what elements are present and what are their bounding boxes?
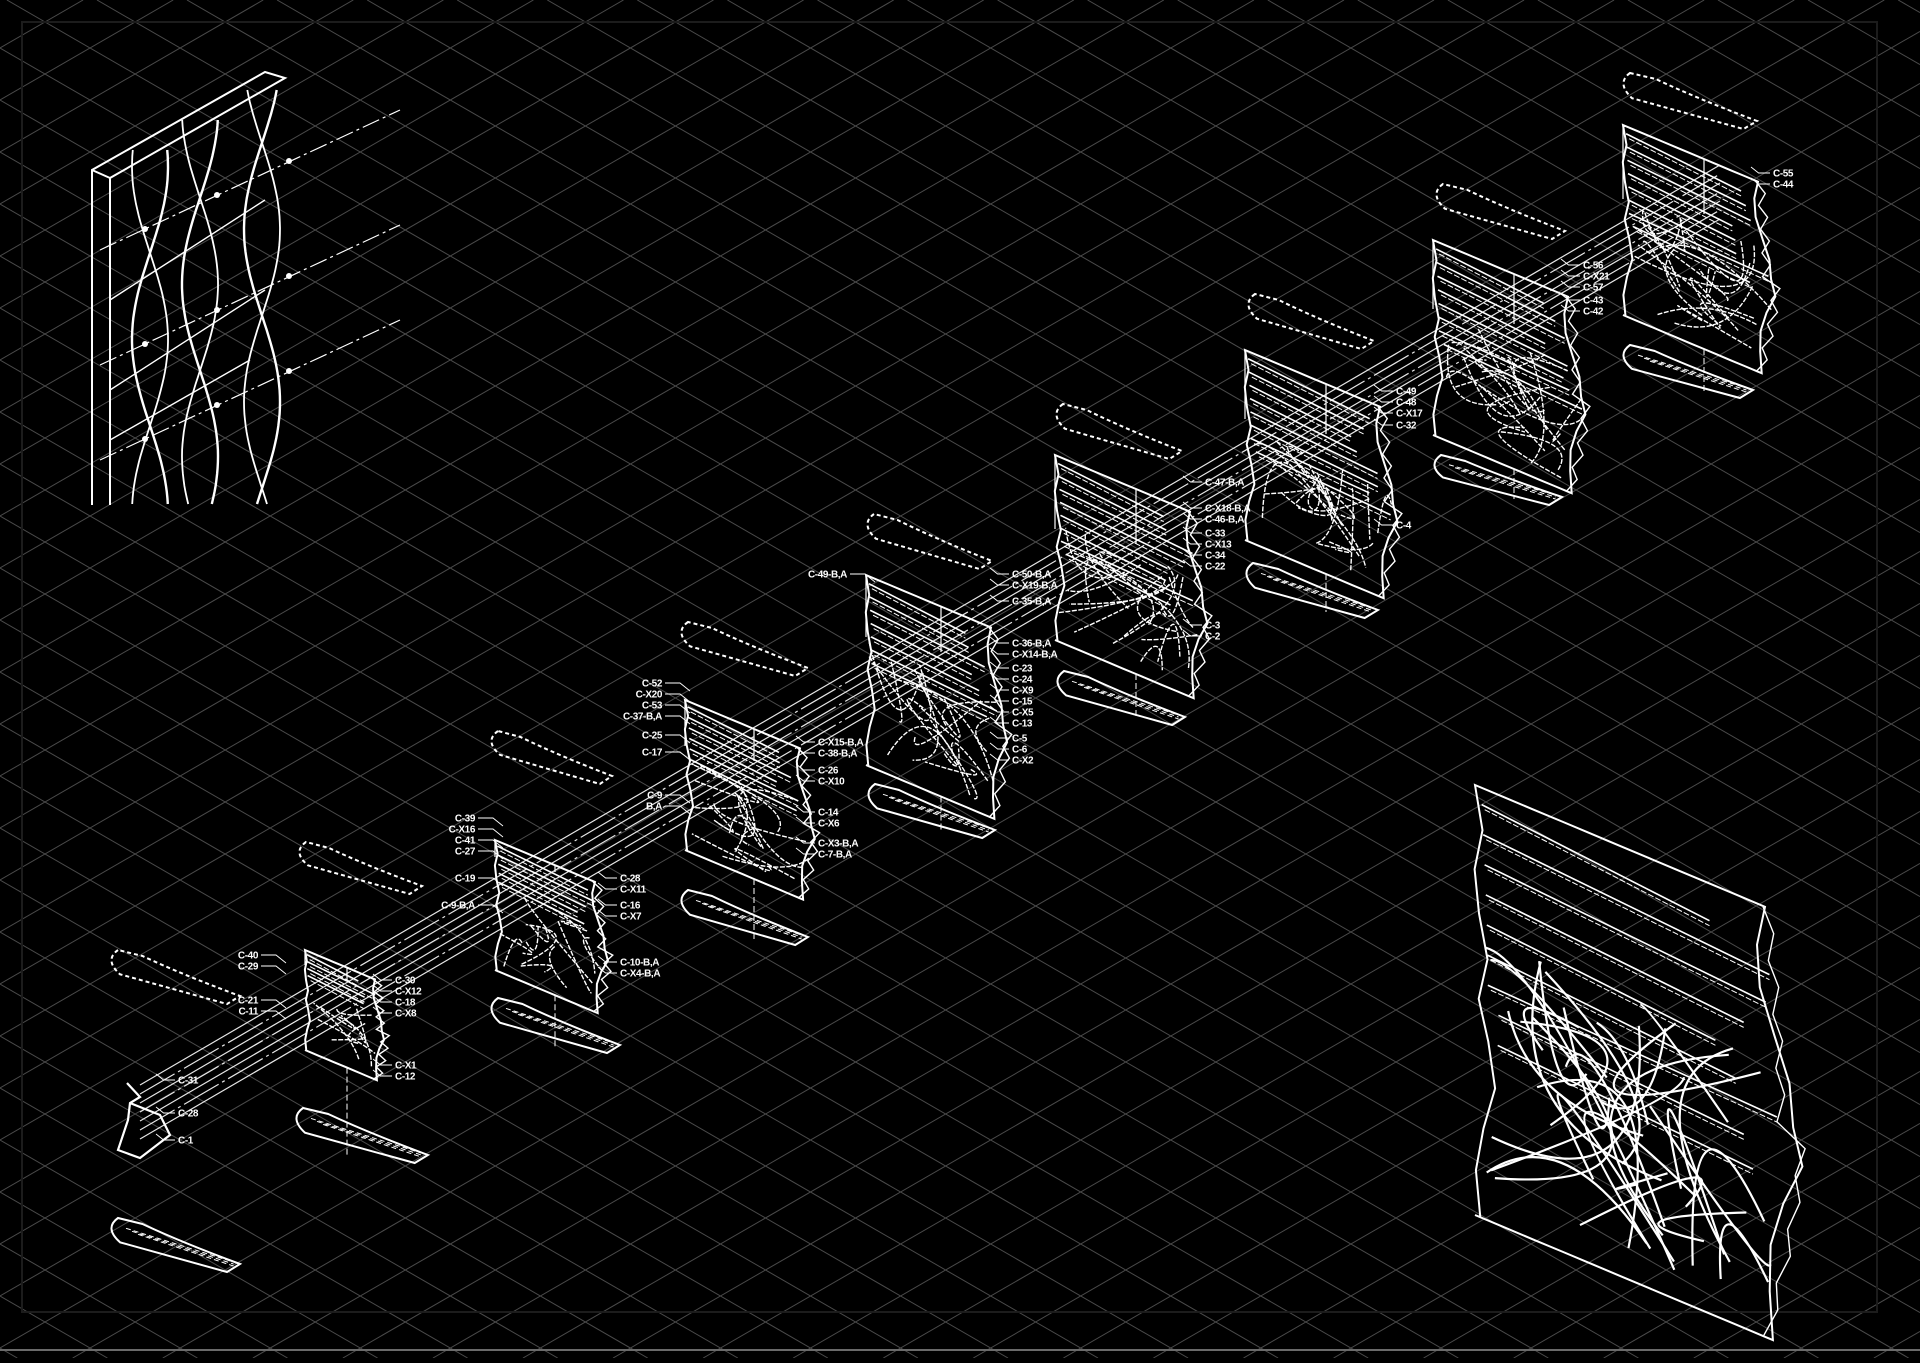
- part-label: C-X19-B,A: [1012, 581, 1057, 592]
- part-label: C-X18-B,A: [1205, 504, 1250, 515]
- part-label: C-47-B,A: [1205, 478, 1244, 489]
- part-label: C-35-B,A: [1012, 597, 1051, 608]
- part-label: C-24: [1012, 675, 1033, 686]
- part-label: C-55: [1773, 169, 1794, 180]
- part-label: C-34: [1205, 551, 1226, 562]
- connector-node: [142, 341, 148, 347]
- connector-node: [286, 368, 292, 374]
- part-label: C-X6: [818, 819, 840, 830]
- part-label: C-52: [642, 679, 663, 690]
- part-label: C-16: [620, 901, 641, 912]
- part-label: C-31: [178, 1076, 199, 1087]
- part-label: C-X17: [1396, 409, 1423, 420]
- part-label: C-46-B,A: [1205, 515, 1244, 526]
- part-label: C-X1: [395, 1061, 417, 1072]
- part-label: C-9: [647, 791, 663, 802]
- part-label: C-X21: [1583, 272, 1610, 283]
- part-label: C-X8: [395, 1009, 417, 1020]
- part-label: C-29: [238, 962, 259, 973]
- part-label: C-41: [455, 836, 476, 847]
- part-label: C-13: [1012, 719, 1033, 730]
- part-label: C-44: [1773, 180, 1794, 191]
- connector-node: [286, 158, 292, 164]
- connector-node: [142, 226, 148, 232]
- connector-node: [286, 273, 292, 279]
- part-label: C-10-B,A: [620, 958, 659, 969]
- part-label: C-50-B,A: [1012, 570, 1051, 581]
- part-label: C-X16: [449, 825, 476, 836]
- part-label: C-33: [1205, 529, 1226, 540]
- part-label: C-X2: [1012, 756, 1034, 767]
- part-label: C-4: [1396, 521, 1412, 532]
- part-label: C-X15-B,A: [818, 738, 863, 749]
- part-label: C-19: [455, 874, 476, 885]
- part-label: C-25: [642, 731, 663, 742]
- part-label: C-21: [238, 996, 259, 1007]
- part-label: C-15: [1012, 697, 1033, 708]
- part-label: C-7-B,A: [818, 850, 852, 861]
- part-label: C-22: [1205, 562, 1226, 573]
- part-label: C-X5: [1012, 708, 1034, 719]
- part-label: C-X20: [636, 690, 663, 701]
- part-label: C-17: [642, 748, 663, 759]
- part-label: C-X4-B,A: [620, 969, 660, 980]
- part-label: C-X14-B,A: [1012, 650, 1057, 661]
- part-label: C-11: [238, 1007, 258, 1018]
- part-label: C-14: [818, 808, 839, 819]
- part-label: C-6: [1012, 745, 1028, 756]
- part-label: C-57: [1583, 283, 1604, 294]
- part-label: C-36-B,A: [1012, 639, 1051, 650]
- part-label: C-18: [395, 998, 416, 1009]
- part-label: C-X7: [620, 912, 642, 923]
- part-label: C-48: [1396, 398, 1417, 409]
- connector-node: [214, 307, 220, 313]
- part-label: C-28: [178, 1109, 199, 1120]
- part-label: C-42: [1583, 307, 1604, 318]
- part-label: C-56: [1583, 261, 1604, 272]
- part-label: C-39: [455, 814, 476, 825]
- part-label: C-49: [1396, 387, 1417, 398]
- part-label: C-37-B,A: [623, 712, 662, 723]
- part-label: C-38-B,A: [818, 749, 857, 760]
- part-label: C-28: [620, 874, 641, 885]
- part-label: C-40: [238, 951, 259, 962]
- part-label: B,A: [646, 802, 662, 813]
- connector-node: [214, 192, 220, 198]
- part-label: C-49-B,A: [808, 570, 847, 581]
- part-label: C-1: [178, 1136, 194, 1147]
- part-label: C-32: [1396, 421, 1417, 432]
- part-label: C-26: [818, 766, 839, 777]
- part-label: C-2: [1205, 632, 1221, 643]
- part-label: C-9-B,A: [441, 901, 475, 912]
- part-label: C-X13: [1205, 540, 1232, 551]
- connector-node: [214, 402, 220, 408]
- part-label: C-23: [1012, 664, 1033, 675]
- part-label: C-30: [395, 976, 416, 987]
- part-label: C-53: [642, 701, 663, 712]
- part-label: C-43: [1583, 296, 1604, 307]
- part-label: C-12: [395, 1072, 416, 1083]
- part-label: C-X10: [818, 777, 845, 788]
- part-label: C-3: [1205, 621, 1221, 632]
- part-label: C-X11: [620, 885, 647, 896]
- part-label: C-X3-B,A: [818, 839, 858, 850]
- part-label: C-X9: [1012, 686, 1034, 697]
- part-label: C-27: [455, 847, 476, 858]
- part-label: C-X12: [395, 987, 422, 998]
- part-label: C-5: [1012, 734, 1028, 745]
- connector-node: [142, 436, 148, 442]
